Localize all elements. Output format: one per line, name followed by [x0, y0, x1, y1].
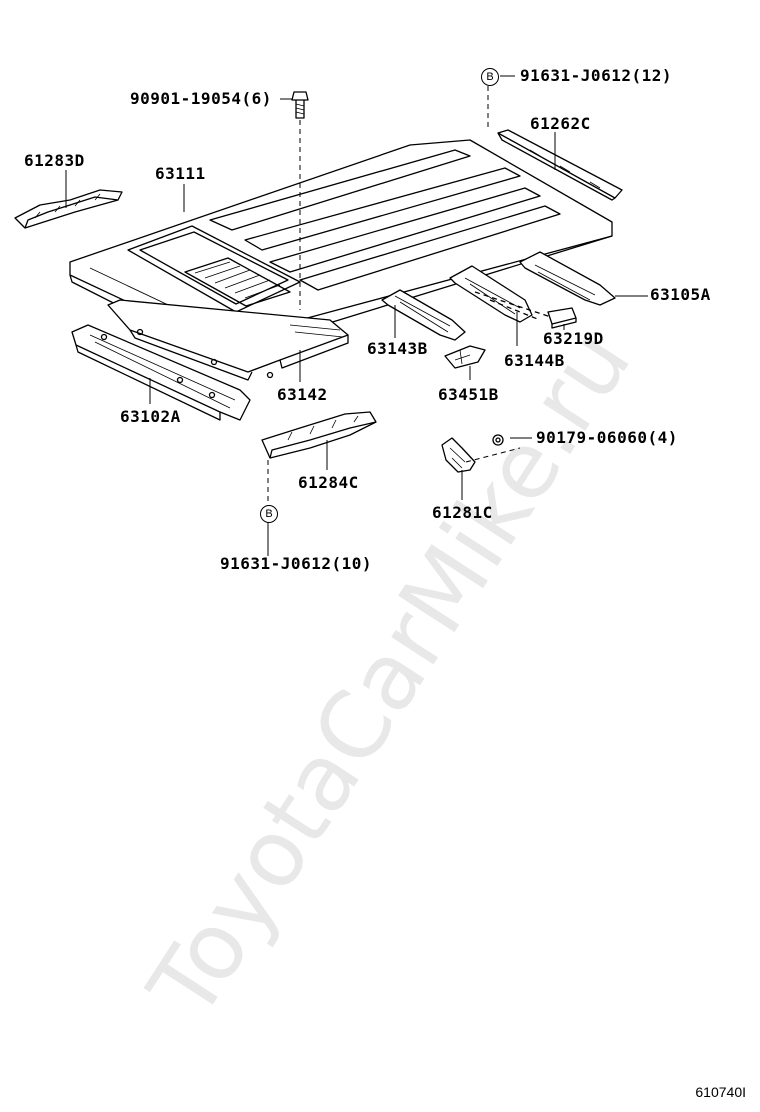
bolt-90901-shape — [291, 91, 309, 119]
callout-b-top-symbol: B — [481, 68, 499, 86]
label-90179-06060: 90179-06060(4) — [536, 428, 678, 447]
label-91631-j0612-bottom: 91631-J0612(10) — [220, 554, 372, 573]
header-63142-shape — [107, 299, 349, 381]
label-63111: 63111 — [155, 164, 206, 183]
label-63143b: 63143B — [367, 339, 428, 358]
label-63144b: 63144B — [504, 351, 565, 370]
label-63219d: 63219D — [543, 329, 604, 348]
label-91631-j0612-top: 91631-J0612(12) — [520, 66, 672, 85]
nut-90179-shape — [492, 434, 504, 446]
diagram-code: 610740I — [695, 1084, 746, 1100]
bow-63105a-shape — [519, 251, 616, 306]
bow-63144b-shape — [449, 265, 533, 323]
callout-b-bottom-symbol: B — [260, 505, 278, 523]
label-90901-19054: 90901-19054(6) — [130, 89, 272, 108]
label-61281c: 61281C — [432, 503, 493, 522]
label-63142: 63142 — [277, 385, 328, 404]
label-63105a: 63105A — [650, 285, 711, 304]
label-61283d: 61283D — [24, 151, 85, 170]
leader-lines — [65, 75, 648, 556]
clip-63451b-shape — [444, 345, 486, 369]
header-63102a-shape — [71, 324, 251, 421]
bracket-61284c-shape — [261, 411, 377, 459]
pad-63219d-shape — [547, 307, 577, 329]
bracket-61281c-shape — [441, 437, 476, 473]
bracket-61283d-shape — [14, 189, 123, 229]
bow-63143b-shape — [381, 289, 466, 341]
rail-61262c-shape — [497, 129, 623, 201]
label-61284c: 61284C — [298, 473, 359, 492]
label-63102a: 63102A — [120, 407, 181, 426]
label-63451b: 63451B — [438, 385, 499, 404]
label-61262c: 61262C — [530, 114, 591, 133]
